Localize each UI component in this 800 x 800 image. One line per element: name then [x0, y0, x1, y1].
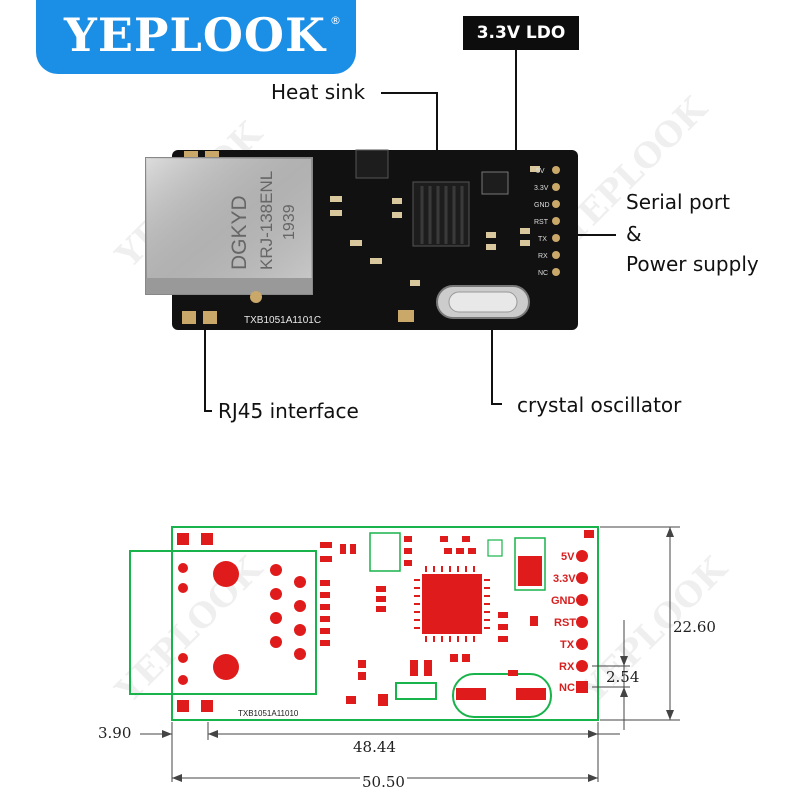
- photo-model-label: TXB1051A1101C: [244, 315, 321, 326]
- ampersand-label: &: [626, 222, 642, 246]
- power-supply-label: Power supply: [626, 252, 759, 276]
- photo-pin-labels: 5V 3.3V GND RST TX RX NC: [534, 168, 550, 277]
- photo-via: [250, 291, 262, 303]
- brand-name: YEPLOOK: [64, 8, 326, 62]
- dim-pitch: 2.54: [606, 668, 640, 686]
- heat-sink-label: Heat sink: [271, 80, 366, 104]
- pcb-drawing: 5V 3.3V GND RST TX RX NC TXB1051A11010: [129, 526, 599, 721]
- photo-header: [552, 166, 560, 276]
- pcb-outline: [171, 526, 599, 721]
- ldo-outline: [514, 537, 546, 591]
- brand-logo: YEPLOOK ®: [36, 0, 356, 74]
- pin-label-3v3: 3.3V: [553, 573, 576, 585]
- drawing-pads: [177, 530, 594, 712]
- photo-pin-rx: RX: [538, 253, 548, 260]
- photo-pad: [398, 310, 414, 322]
- rj45-outline: [129, 550, 317, 695]
- photo-smd: [330, 166, 540, 286]
- photo-ic: [355, 149, 389, 179]
- jack-date: 1939: [281, 204, 298, 240]
- dimension-arrows: [162, 527, 674, 782]
- photo-pin-5v: 5V: [536, 168, 545, 175]
- rj45-label: RJ45 interface: [218, 399, 359, 423]
- dim-total-length: 50.50: [360, 773, 407, 791]
- photo-pin-3v3: 3.3V: [534, 185, 549, 192]
- ldo-label: 3.3V LDO: [463, 16, 579, 50]
- dim-offset: 3.90: [98, 724, 132, 742]
- ic-outline: [369, 532, 401, 572]
- photo-pin-rst: RST: [534, 219, 549, 226]
- photo-pin-gnd: GND: [534, 202, 550, 209]
- pin-label-nc: NC: [559, 682, 575, 694]
- qfp-pins: [414, 566, 490, 642]
- cap-outline: [487, 539, 503, 557]
- rj45-jack: [145, 157, 313, 295]
- crystal-top: [448, 291, 518, 313]
- dim-height: 22.60: [673, 618, 716, 636]
- jack-brand: DGKYD: [228, 195, 251, 270]
- crystal-outline: [452, 673, 552, 718]
- pin-label-5v: 5V: [561, 551, 575, 563]
- pad-outline: [395, 682, 437, 700]
- jack-marking: DGKYD KRJ-138ENL 1939: [228, 171, 298, 270]
- heat-sink: [420, 186, 464, 244]
- photo-pin-nc: NC: [538, 270, 548, 277]
- serial-port-label: Serial port: [626, 190, 730, 214]
- crystal-label: crystal oscillator: [517, 393, 682, 417]
- pin-label-tx: TX: [560, 639, 575, 651]
- dim-inner-length: 48.44: [353, 738, 396, 756]
- pin-label-rst: RST: [554, 617, 576, 629]
- registered-mark: ®: [330, 14, 341, 27]
- drawing-model-label: TXB1051A11010: [238, 709, 299, 718]
- pin-label-rx: RX: [559, 661, 575, 673]
- pin-label-gnd: GND: [551, 595, 576, 607]
- ldo-chip: [481, 171, 509, 195]
- jack-part: KRJ-138ENL: [257, 171, 276, 270]
- photo-pin-tx: TX: [538, 236, 547, 243]
